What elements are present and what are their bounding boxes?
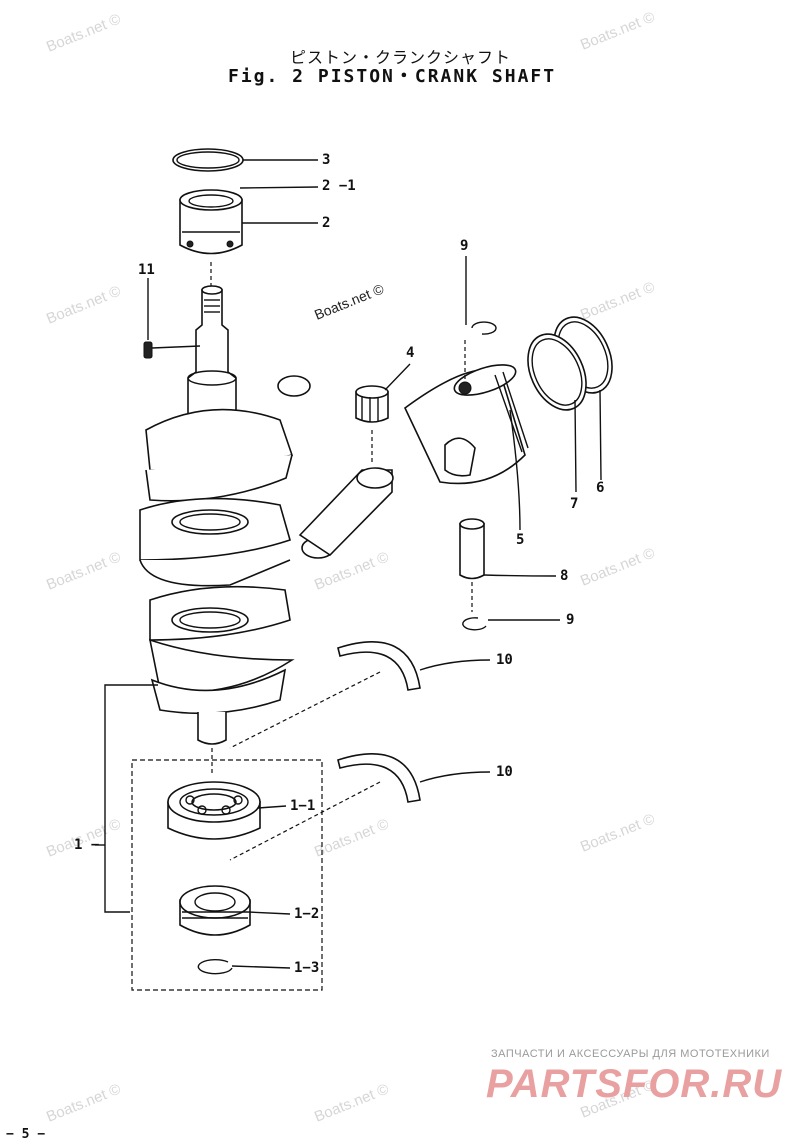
shop-logo: PARTSFOR.RU (486, 1062, 783, 1106)
shop-tagline: ЗАПЧАСТИ И АКСЕССУАРЫ ДЛЯ МОТОТЕХНИКИ (491, 1048, 770, 1060)
part-1-2-oil-seal (179, 885, 251, 936)
part-6-7-piston-rings (527, 316, 613, 411)
assembly-1-box (131, 759, 323, 991)
callout-9-bottom: 9 (566, 612, 575, 628)
callout-10-upper: 10 (496, 652, 513, 668)
callout-10-lower: 10 (496, 764, 513, 780)
part-1-1-ball-bearing (167, 781, 261, 840)
callout-1-1: 1−1 (290, 798, 316, 814)
callout-11: 11 (138, 262, 155, 278)
callout-2: 2 (322, 215, 331, 231)
callout-1-3: 1−3 (294, 960, 320, 976)
part-2-bearing (179, 189, 243, 255)
diagram-title: Fig. 2 PISTON・CRANK SHAFT (228, 66, 557, 87)
page-number: − 5 − (6, 1127, 46, 1142)
part-9-clip-top (471, 321, 497, 335)
callout-5: 5 (516, 532, 525, 548)
callout-3: 3 (322, 152, 331, 168)
part-11-key (143, 341, 201, 359)
diagram-title-japanese: ピストン・クランクシャフト (290, 48, 512, 67)
part-10-thrust-washer (337, 641, 421, 803)
part-3-ring (172, 148, 244, 172)
part-1-crankshaft (139, 285, 335, 745)
callout-4: 4 (406, 345, 415, 361)
callout-8: 8 (560, 568, 569, 584)
callout-9-top: 9 (460, 238, 469, 254)
part-8-piston-pin (459, 518, 485, 580)
part-4-needle-bearing (355, 385, 389, 423)
callout-7: 7 (570, 496, 579, 512)
part-1-3-circlip (197, 958, 233, 975)
part-5-piston (403, 364, 529, 485)
callout-6: 6 (596, 480, 605, 496)
part-9-clip-bottom (462, 617, 487, 631)
callout-1: 1 − (74, 837, 100, 853)
callout-1-2: 1−2 (294, 906, 320, 922)
connecting-rod (298, 467, 394, 557)
callout-2-1: 2 −1 (322, 178, 356, 194)
leader-lines (95, 159, 602, 969)
